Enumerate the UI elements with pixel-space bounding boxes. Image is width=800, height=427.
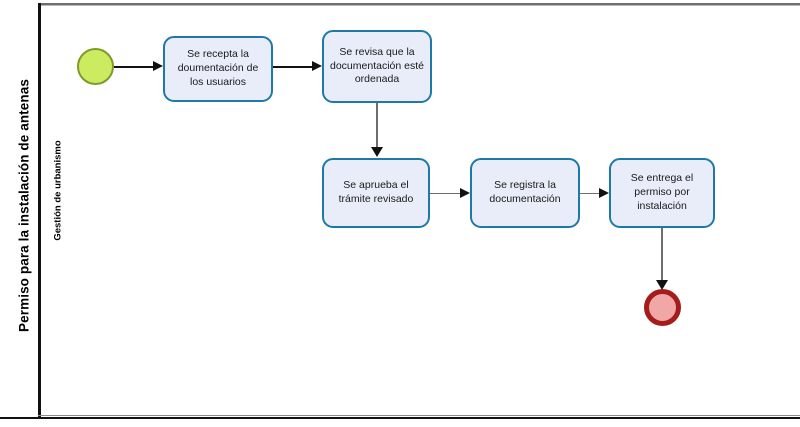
pool-title: Permiso para la instalación de antenas: [16, 79, 32, 332]
start-event[interactable]: [77, 48, 114, 85]
pool-top-border-highlight: [38, 5, 800, 6]
lane-title: Gestión de urbanismo: [52, 140, 64, 241]
task-4-se-registra-documentacion[interactable]: Se registra la documentación: [470, 158, 580, 228]
flow-task4-to-task5-line: [580, 192, 602, 195]
flow-task3-to-task4-arrowhead: [460, 188, 470, 198]
flow-task3-to-task4-line: [430, 192, 463, 195]
end-event[interactable]: [644, 289, 681, 326]
pool-bottom-border: [0, 417, 800, 419]
flow-task2-to-task3-arrowhead: [371, 147, 383, 157]
flow-task1-to-task2-arrowhead: [312, 61, 322, 71]
flow-task4-to-task5-arrowhead: [599, 188, 609, 198]
task-5-se-entrega-permiso[interactable]: Se entrega el permiso por instalación: [609, 158, 715, 228]
task-1-se-recepta-documentacion[interactable]: Se recepta la doumentación de los usuari…: [163, 36, 273, 102]
pool-lane-divider: [38, 3, 41, 419]
flow-task1-to-task2-line: [273, 65, 314, 68]
flow-start-to-task1-arrowhead: [153, 61, 163, 71]
flow-start-to-task1-line: [114, 65, 155, 68]
flow-task2-to-task3-line: [376, 103, 378, 149]
pool-top-border: [38, 3, 800, 5]
task-3-se-aprueba-tramite[interactable]: Se aprueba el trámite revisado: [322, 158, 430, 228]
flow-task5-to-end-line: [661, 228, 663, 282]
lane-bottom-border: [38, 415, 800, 416]
task-2-se-revisa-documentacion-ordenada[interactable]: Se revisa que la documentación esté orde…: [322, 30, 432, 103]
flow-task5-to-end-arrowhead: [656, 280, 668, 290]
